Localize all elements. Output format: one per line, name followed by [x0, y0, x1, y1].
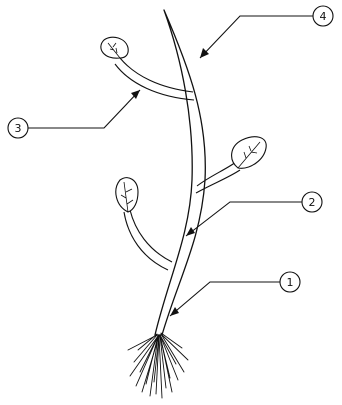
callout-1-number: 1	[287, 276, 294, 289]
callout-3-number: 3	[15, 122, 22, 135]
upper-left-leaf	[101, 37, 128, 58]
callout-2-number: 2	[309, 196, 316, 209]
callout-1: 1	[170, 272, 300, 316]
lower-left-branch	[124, 210, 172, 270]
callout-1-arrowhead	[170, 307, 179, 316]
callout-2-leader	[186, 202, 302, 236]
callout-4-leader	[200, 16, 313, 58]
root-cluster	[128, 333, 188, 398]
right-leaf	[232, 137, 267, 169]
callout-2: 2	[186, 192, 322, 236]
callout-4-number: 4	[320, 10, 327, 23]
callout-3: 3	[8, 90, 140, 138]
callout-1-leader	[170, 282, 280, 316]
lower-left-leaf	[116, 178, 138, 212]
main-stem	[155, 10, 205, 335]
callout-4: 4	[200, 6, 333, 58]
callout-3-leader	[28, 90, 140, 128]
